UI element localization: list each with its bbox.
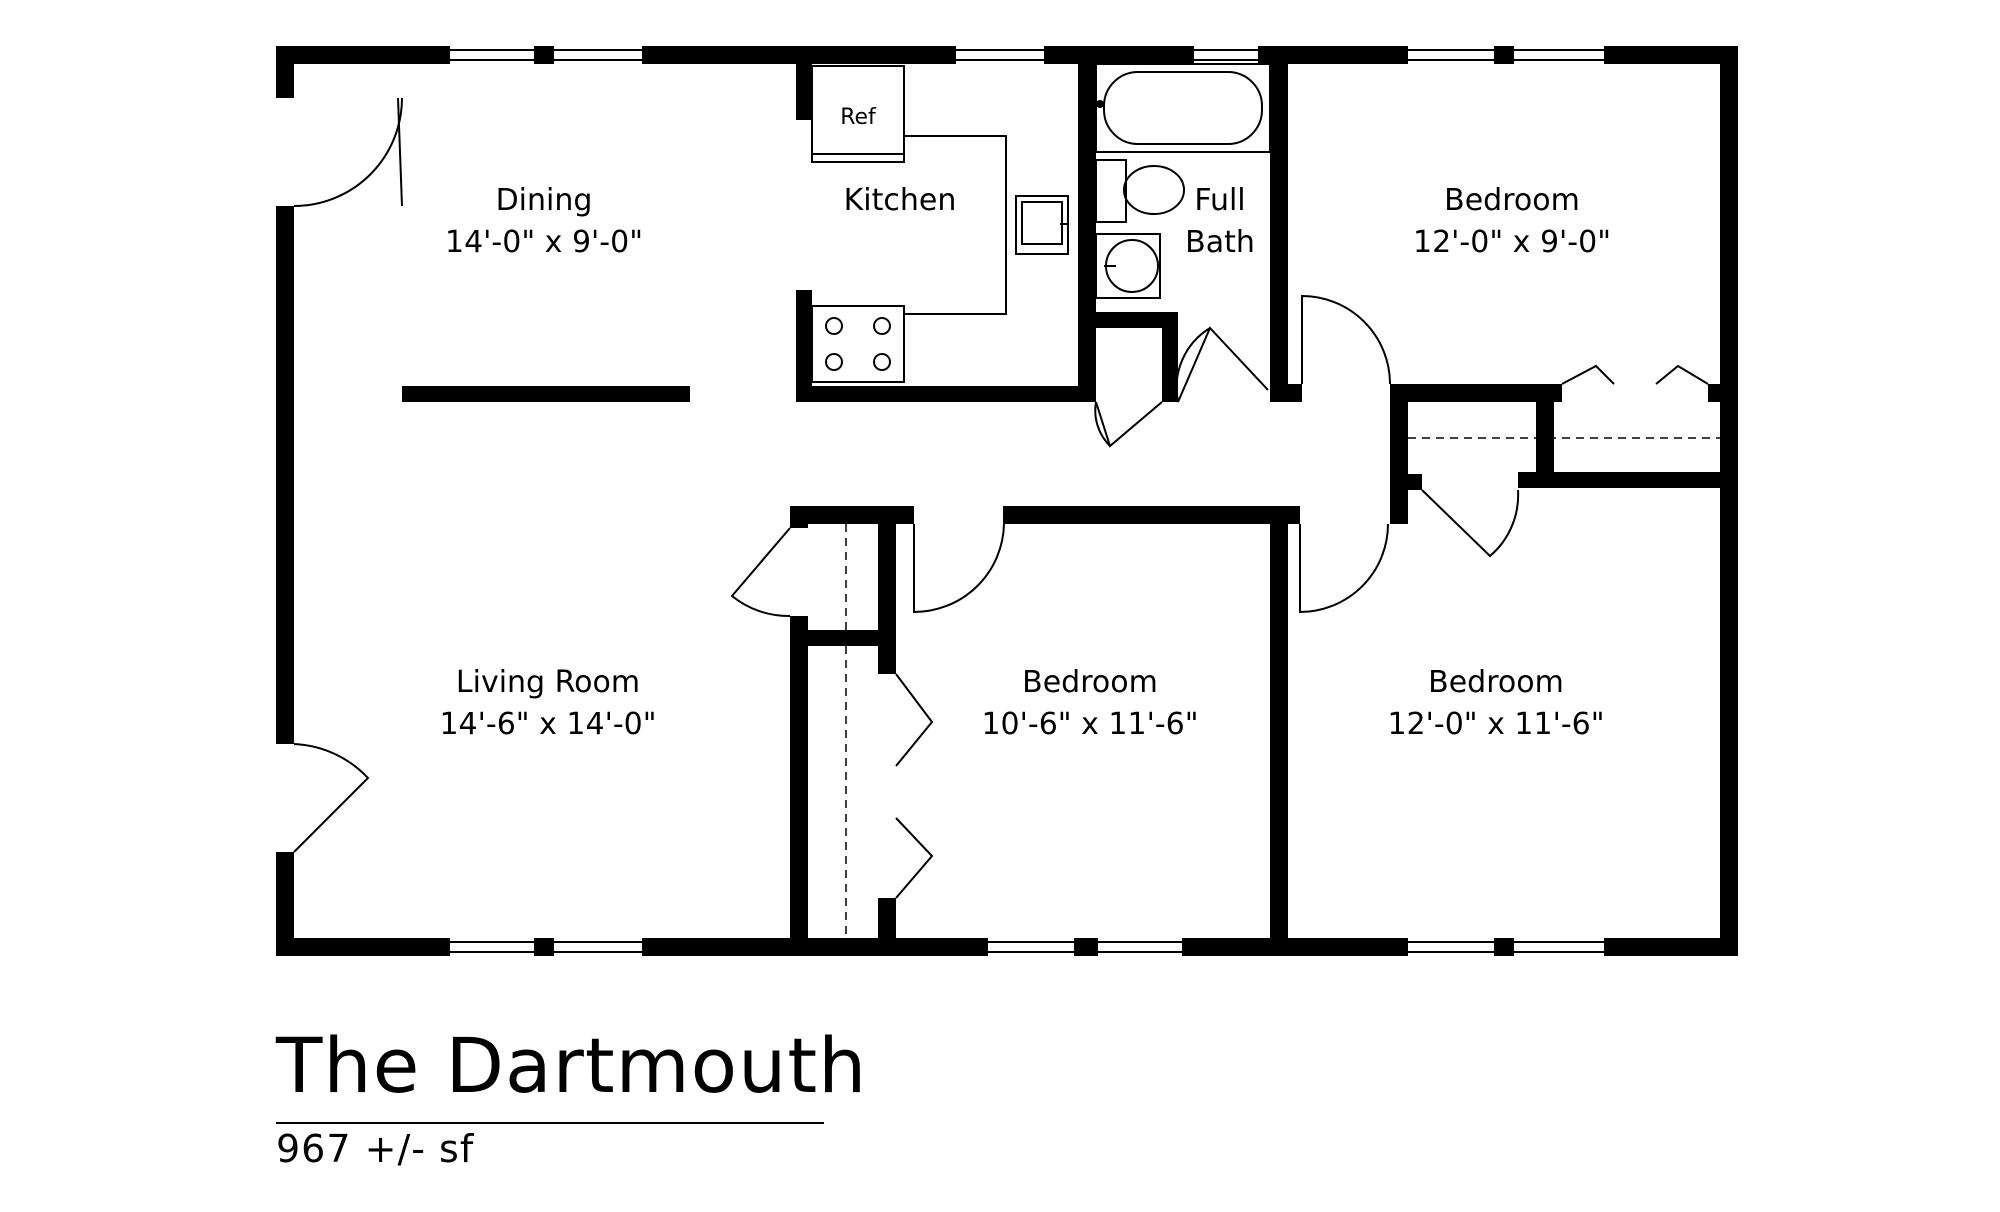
doors [293, 97, 1709, 899]
wall-closet-east [1162, 312, 1178, 402]
door-bath [1175, 326, 1269, 403]
wall-top-4 [1044, 46, 1194, 64]
wall-right [1720, 46, 1738, 956]
windows [450, 49, 1604, 953]
wall-top-2 [534, 46, 554, 64]
bathtub [1095, 63, 1271, 153]
title-divider [276, 1122, 824, 1124]
refrigerator-label: Ref [840, 105, 877, 130]
wall-left-2 [276, 206, 294, 744]
door-mid-closet-bifold-1 [895, 673, 934, 767]
wall-bedroom-divider [1270, 524, 1288, 956]
living-room-name: Living Room [456, 665, 640, 700]
door-living-exterior [293, 743, 370, 853]
burner-icon [873, 317, 891, 335]
bath-fixtures [1095, 63, 1271, 299]
wall-bottom-6 [1494, 938, 1514, 956]
title-block: The Dartmouth 967 +/- sf [276, 1028, 867, 1168]
door-ne-closet-bifold [1561, 364, 1709, 385]
wall-top-7 [1604, 46, 1738, 64]
wall-left-3 [276, 852, 294, 956]
wall-bedroom-divider-top [1270, 506, 1288, 536]
door-mid-closet-hall [730, 527, 791, 618]
wall-bottom-2 [534, 938, 554, 956]
wall-bottom-4 [1074, 938, 1098, 956]
wall-dining-divider [402, 386, 690, 402]
wall-top-5 [1258, 46, 1408, 64]
wall-kitchen-south [796, 386, 1096, 402]
burner-icon [825, 353, 843, 371]
wall-closet-se-west [1390, 384, 1408, 524]
wall-kitchen-east [1078, 46, 1096, 402]
refrigerator [811, 65, 905, 163]
kitchen-fixtures [811, 65, 1069, 383]
wall-closet-mid-west-top [790, 506, 808, 528]
kitchen-counter [904, 135, 1007, 315]
burner-icon [873, 353, 891, 371]
wall-top-1 [276, 46, 450, 64]
door-closet-hall [1094, 401, 1163, 448]
wall-bath-east [1270, 46, 1288, 354]
wall-bath-east-stub-2 [1270, 354, 1288, 402]
door-mid-closet-bifold-2 [895, 817, 934, 899]
full-bath-name-line1: Full [1194, 183, 1245, 218]
plan-area: 967 +/- sf [276, 1127, 475, 1171]
wall-bottom-1 [276, 938, 450, 956]
wall-kitchen-west-top [796, 64, 812, 120]
wall-closet-mid-east-top [878, 506, 896, 642]
door-mid-bedroom [913, 506, 1005, 614]
door-dining-exterior [293, 97, 403, 207]
bedroom-middle-dims: 10'-6" x 11'-6" [981, 707, 1198, 742]
burner-icon [825, 317, 843, 335]
bedroom-ne-name: Bedroom [1444, 183, 1580, 218]
wall-kitchen-west-bottom [796, 290, 812, 402]
wall-closet-divider [1536, 384, 1554, 474]
wall-bottom-3 [642, 938, 988, 956]
wall-closet-mid-east-bottom [878, 898, 896, 956]
bath-sink [1095, 233, 1161, 299]
wall-ne-bedroom-south-1 [1390, 384, 1562, 402]
door-se-bedroom [1299, 523, 1389, 614]
dining-name: Dining [496, 183, 593, 218]
wall-closet-se-west-stub [1390, 474, 1422, 490]
stove [811, 305, 905, 383]
bedroom-se-name: Bedroom [1428, 665, 1564, 700]
toilet-bowl [1123, 165, 1185, 215]
closet-shelves [845, 437, 1720, 938]
walls [276, 46, 1738, 956]
plan-title: The Dartmouth [276, 1021, 868, 1110]
wall-top-6 [1494, 46, 1514, 64]
wall-bottom-5 [1182, 938, 1408, 956]
bedroom-se-dims: 12'-0" x 11'-6" [1387, 707, 1604, 742]
bedroom-middle-name: Bedroom [1022, 665, 1158, 700]
toilet-tank [1095, 159, 1127, 223]
wall-left-1 [276, 46, 294, 98]
bedroom-ne-dims: 12'-0" x 9'-0" [1413, 225, 1611, 260]
wall-top-3 [642, 46, 956, 64]
wall-closet-south [1518, 472, 1738, 488]
dining-dims: 14'-0" x 9'-0" [445, 225, 643, 260]
kitchen-name: Kitchen [844, 183, 957, 218]
wall-closet-mid-shelf [790, 630, 896, 646]
wall-hall-south-2 [1004, 506, 1300, 524]
wall-closet-mid-west [790, 616, 808, 956]
living-room-dims: 14'-6" x 14'-0" [439, 707, 656, 742]
door-ne-bedroom [1301, 294, 1391, 385]
wall-bottom-7 [1604, 938, 1738, 956]
wall-bath-south [1078, 312, 1178, 328]
wall-ne-bedroom-south-2 [1708, 384, 1738, 402]
door-se-closet [1421, 489, 1520, 558]
wall-closet-mid-east-mid [878, 646, 896, 674]
full-bath-name-line2: Bath [1185, 225, 1255, 260]
